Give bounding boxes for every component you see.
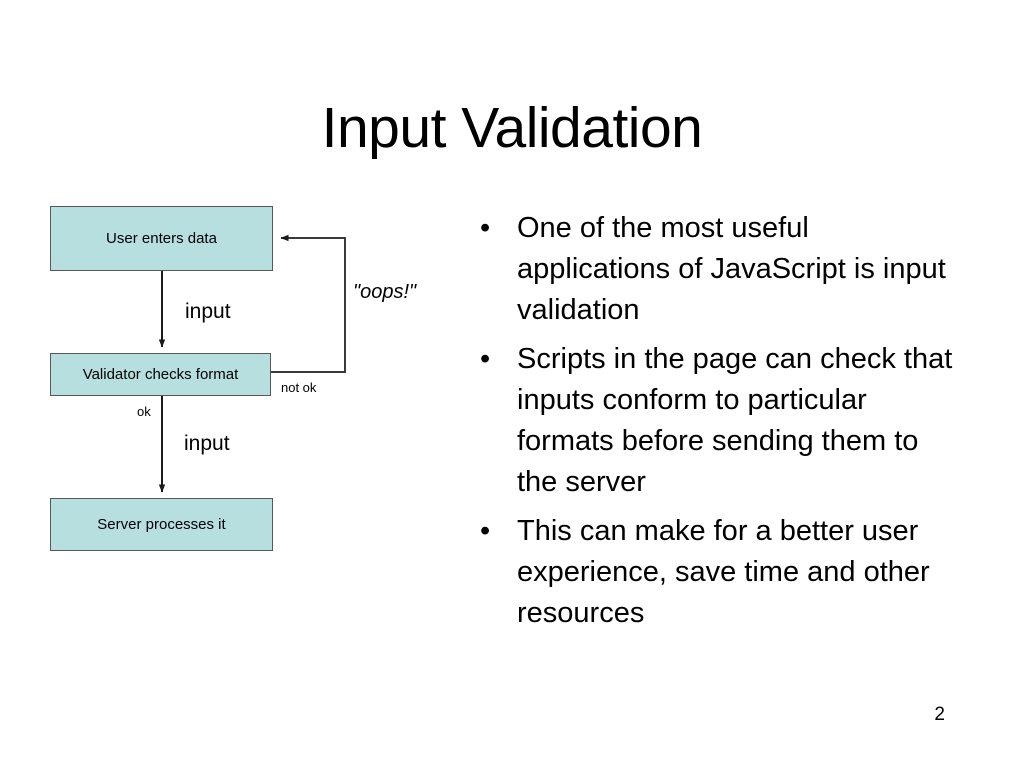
bullet-list-item: • Scripts in the page can check that inp… xyxy=(470,339,960,503)
flow-node-server-processes-it[interactable]: Server processes it xyxy=(50,498,273,551)
edge-label-oops: "oops!" xyxy=(353,281,417,303)
flow-node-label: User enters data xyxy=(106,229,217,247)
bullet-list-item: • One of the most useful applications of… xyxy=(470,208,960,331)
edge-label-not-ok: not ok xyxy=(281,380,317,395)
bullet-list: • One of the most useful applications of… xyxy=(470,208,960,642)
bullet-marker-icon: • xyxy=(480,343,491,375)
bullet-marker-icon: • xyxy=(480,212,491,244)
bullet-text: Scripts in the page can check that input… xyxy=(517,343,953,498)
bullet-marker-icon: • xyxy=(480,515,491,547)
flow-node-validator-checks-format[interactable]: Validator checks format xyxy=(50,353,271,396)
edge-label-ok: ok xyxy=(137,404,151,419)
page-title: Input Validation xyxy=(321,96,703,160)
edge-label-input-user-to-validator: input xyxy=(185,300,231,323)
bullet-text: One of the most useful applications of J… xyxy=(517,212,946,326)
flow-node-label: Validator checks format xyxy=(82,365,239,383)
flow-node-label: Server processes it xyxy=(97,515,226,533)
flowchart-diagram: User enters data Validator checks format… xyxy=(0,0,470,620)
edge-label-input-validator-to-server: input xyxy=(184,432,230,455)
page-number: 2 xyxy=(934,704,945,725)
flow-node-user-enters-data[interactable]: User enters data xyxy=(50,206,273,271)
bullet-text: This can make for a better user experien… xyxy=(517,515,930,629)
bullet-list-item: • This can make for a better user experi… xyxy=(470,511,960,634)
